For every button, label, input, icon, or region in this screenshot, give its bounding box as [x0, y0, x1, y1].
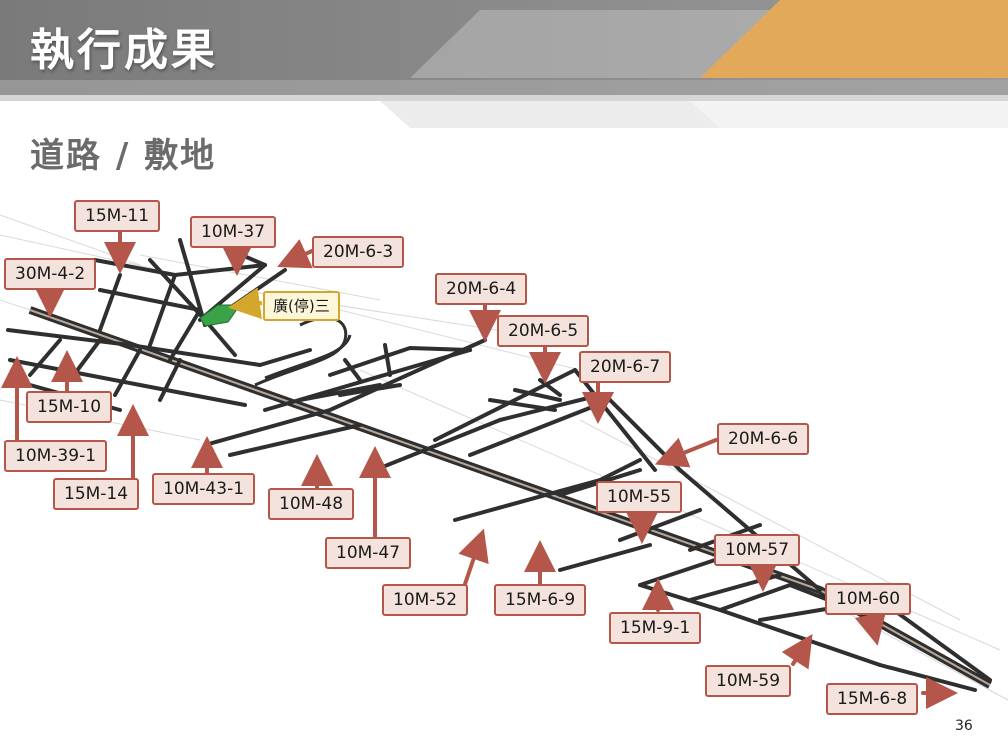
park-arrow	[228, 287, 263, 320]
label-10m-57: 10M-57	[714, 534, 801, 566]
label-15m-11: 15M-11	[74, 200, 161, 232]
label-20m-6-3: 20M-6-3	[312, 236, 405, 268]
label-10m-59: 10M-59	[705, 665, 792, 697]
label-20m-6-5: 20M-6-5	[497, 315, 590, 347]
label-20m-6-7: 20M-6-7	[579, 351, 672, 383]
page-number: 36	[955, 718, 973, 734]
label-10m-52: 10M-52	[382, 584, 469, 616]
label-15m-6-8: 15M-6-8	[826, 683, 919, 715]
label-15m-14: 15M-14	[53, 478, 140, 510]
label-15m-10: 15M-10	[26, 391, 113, 423]
label-10m-37: 10M-37	[190, 216, 277, 248]
label-10m-43-1: 10M-43-1	[152, 473, 256, 505]
label-30m-4-2: 30M-4-2	[4, 258, 97, 290]
label-arrows	[1, 228, 958, 709]
park-area	[199, 304, 241, 327]
slide-subtitle: 道路 / 敷地	[30, 136, 217, 176]
label-10m-39-1: 10M-39-1	[4, 440, 108, 472]
label-park: 廣(停)三	[263, 291, 340, 321]
label-15m-9-1: 15M-9-1	[609, 612, 702, 644]
label-10m-47: 10M-47	[325, 537, 412, 569]
road-grid	[6, 238, 992, 692]
road-network-map	[0, 214, 1008, 709]
label-10m-60: 10M-60	[825, 583, 912, 615]
slide-title: 執行成果	[30, 25, 218, 76]
label-20m-6-6: 20M-6-6	[717, 423, 810, 455]
label-10m-55: 10M-55	[596, 481, 683, 513]
label-10m-48: 10M-48	[268, 488, 355, 520]
title-banner	[0, 0, 1008, 128]
label-15m-6-9: 15M-6-9	[494, 584, 587, 616]
label-20m-6-4: 20M-6-4	[435, 273, 528, 305]
